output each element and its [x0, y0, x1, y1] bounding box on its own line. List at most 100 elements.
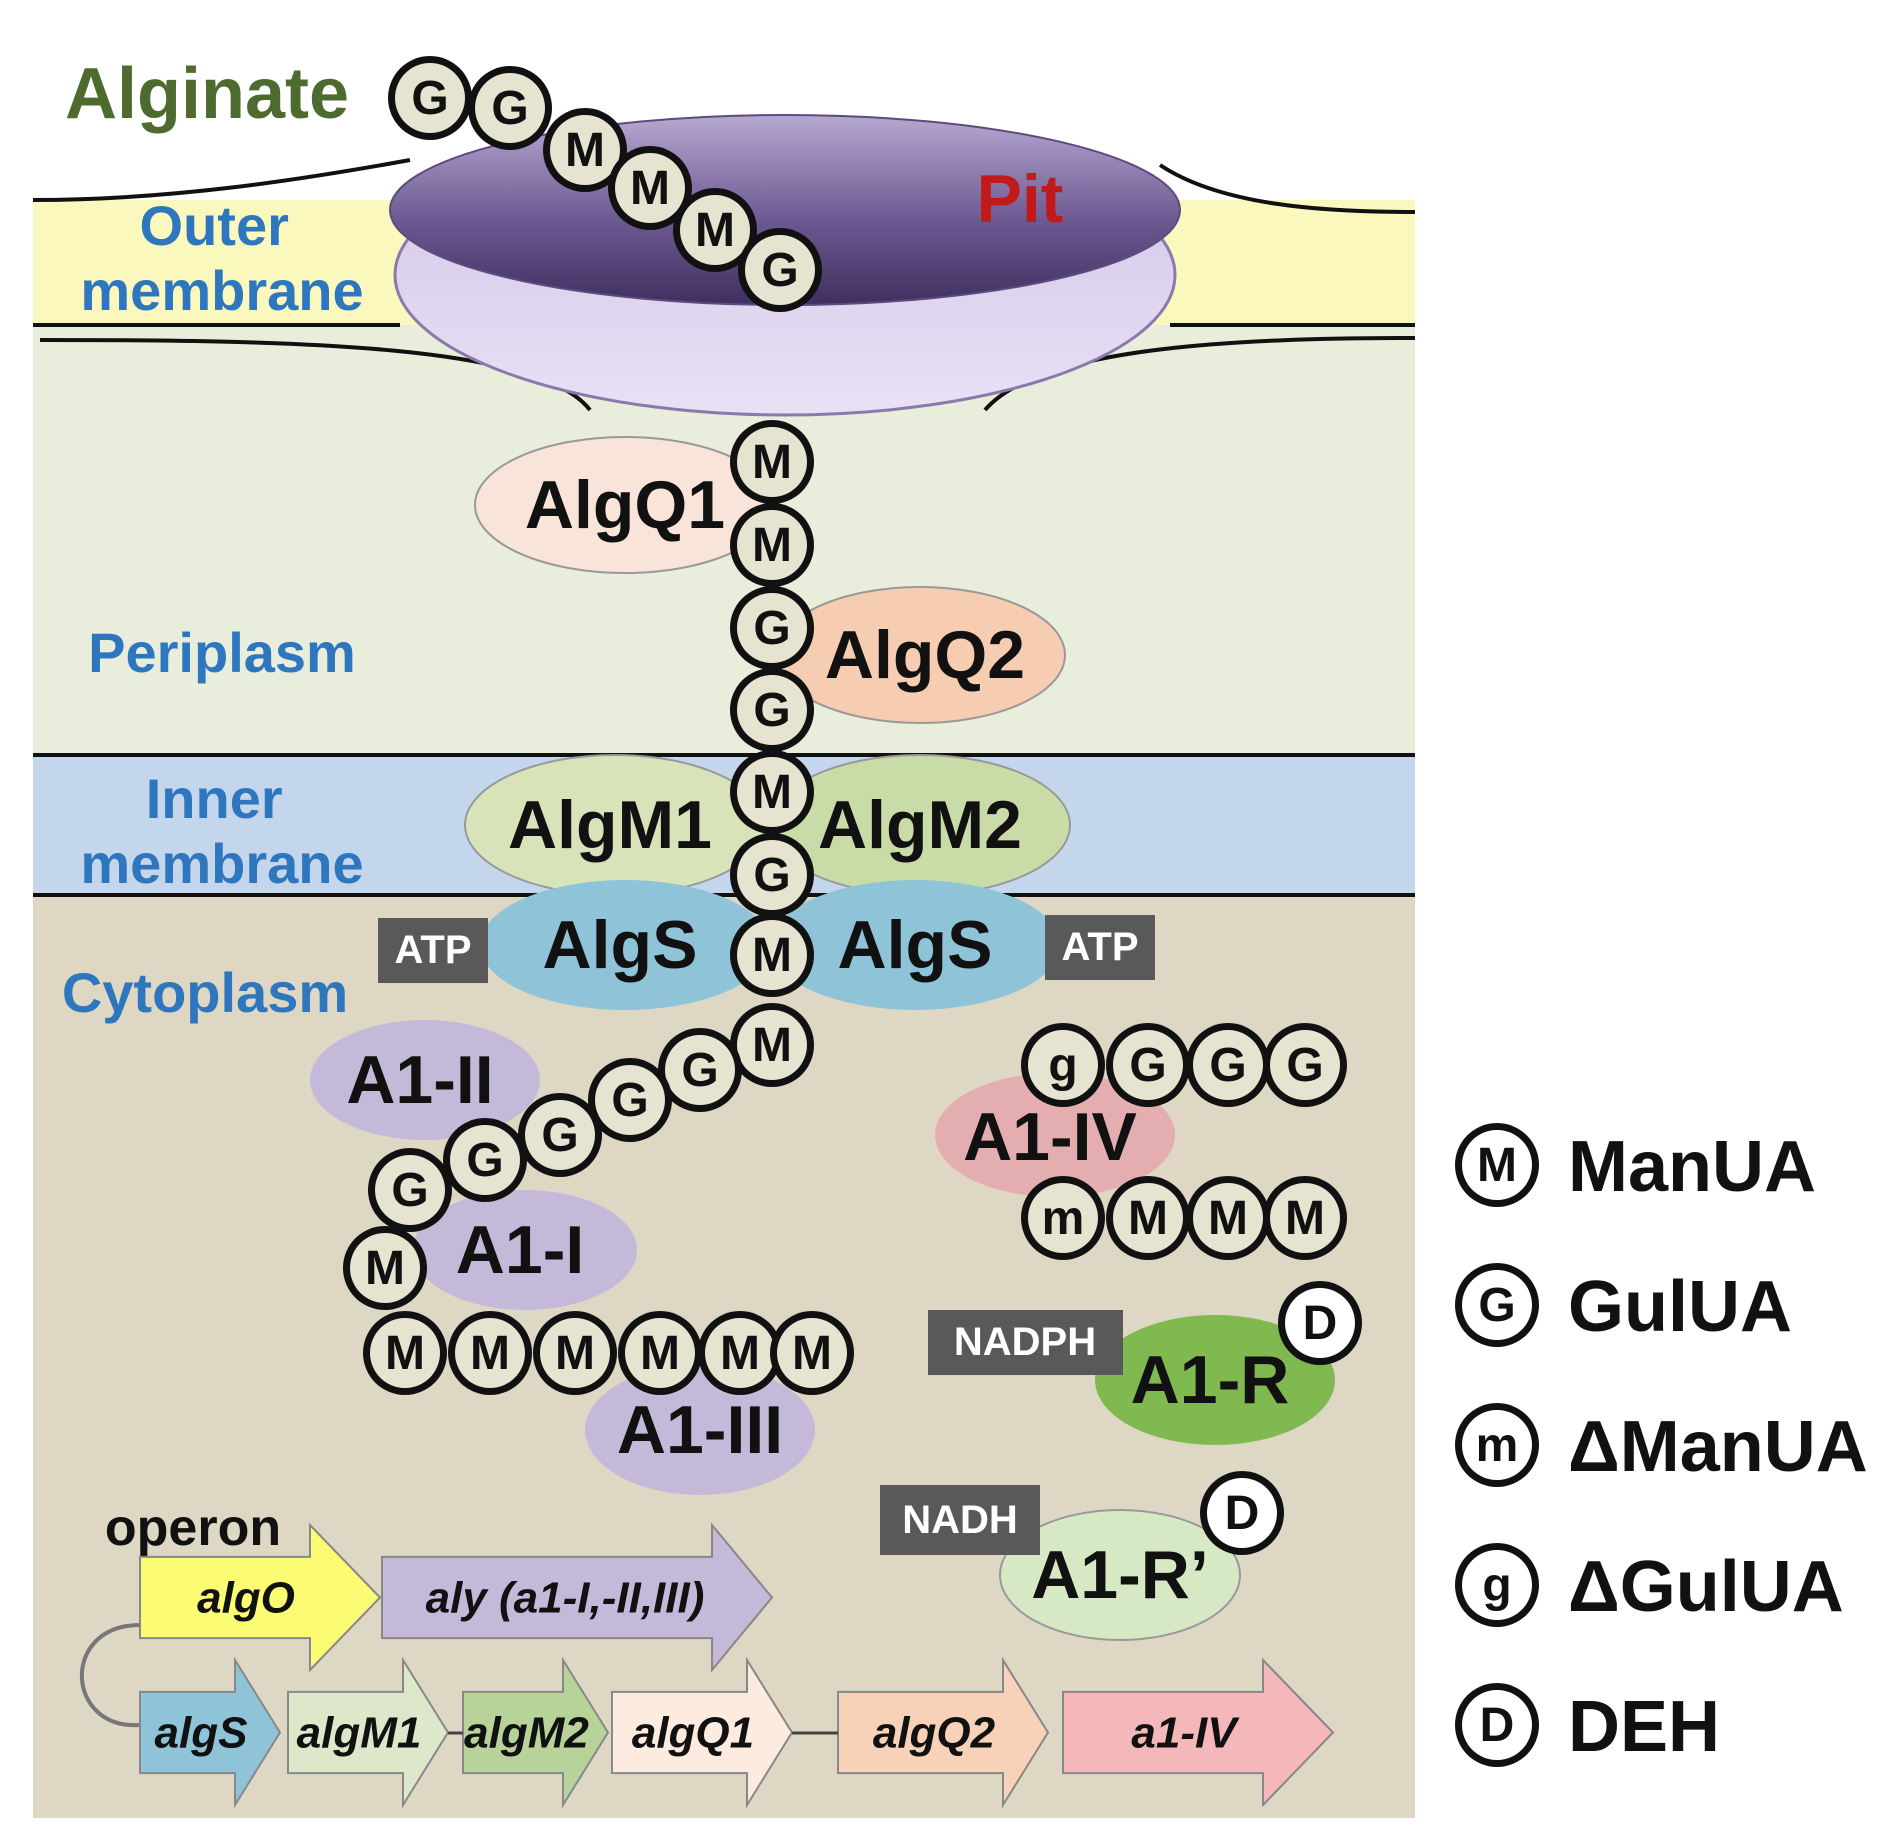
residue-gulua-surface-1: G	[468, 66, 552, 150]
a1-iv-label: A1-IV	[963, 1099, 1137, 1175]
protein-algs-right: AlgS	[770, 880, 1060, 1010]
svg-text:G: G	[611, 1074, 648, 1127]
inner-membrane-label: Inner membrane	[80, 767, 363, 895]
residue-delta-manua-a1-iv-bottom-0: m	[1021, 1176, 1105, 1260]
residue-manua-a1-iii-chain-3: M	[618, 1311, 702, 1395]
svg-text:M: M	[752, 519, 792, 572]
svg-text:M: M	[1285, 1192, 1325, 1245]
a1-r-prime-label: A1-R’	[1031, 1537, 1209, 1613]
periplasm-label: Periplasm	[88, 621, 356, 684]
residue-manua-a1-iii-chain-4: M	[698, 1311, 782, 1395]
outer-membrane-label-line2: membrane	[80, 259, 363, 322]
residue-gulua-a1-ii-chain-3: G	[443, 1118, 527, 1202]
gene-arrow-row2-2: algM2	[462, 1656, 610, 1809]
residue-gulua-transit-2: G	[730, 586, 814, 670]
svg-text:M: M	[720, 1327, 760, 1380]
svg-text:M: M	[385, 1327, 425, 1380]
residue-manua-a1-iii-chain-2: M	[533, 1311, 617, 1395]
protein-a1-r: A1-R	[1095, 1315, 1335, 1445]
residue-gulua-transit-3: G	[730, 668, 814, 752]
algm1-label: AlgM1	[508, 787, 712, 863]
proteins: AlgQ1 AlgQ2 AlgM1 AlgM2 AlgS AlgS A1-II	[310, 436, 1335, 1641]
gene-arrow-row2-5: a1-IV	[1062, 1657, 1335, 1808]
legend-label-delta-gulua: ΔGulUA	[1568, 1547, 1844, 1627]
svg-text:G: G	[466, 1134, 503, 1187]
gene-label-row1-0: algO	[197, 1574, 295, 1623]
inner-membrane-label-line2: membrane	[80, 832, 363, 895]
protein-algq2: AlgQ2	[774, 586, 1066, 724]
gene-label-row2-2: algM2	[464, 1709, 589, 1758]
svg-text:D: D	[1480, 1699, 1515, 1752]
svg-text:M: M	[365, 1242, 405, 1295]
svg-text:G: G	[411, 72, 448, 125]
svg-text:G: G	[391, 1164, 428, 1217]
residue-manua-a1-iii-chain-5: M	[770, 1311, 854, 1395]
residue-manua-transit-6: M	[730, 913, 814, 997]
residue-manua-a1-i-chain-0: M	[343, 1226, 427, 1310]
svg-text:M: M	[792, 1327, 832, 1380]
residue-deh-a1-r-chain-0: D	[1278, 1281, 1362, 1365]
svg-text:m: m	[1042, 1192, 1085, 1245]
residue-manua-a1-iv-bottom-2: M	[1186, 1176, 1270, 1260]
svg-text:G: G	[681, 1044, 718, 1097]
pit-label: Pit	[977, 161, 1064, 237]
residue-gulua-a1-ii-chain-4: G	[368, 1148, 452, 1232]
svg-text:G: G	[1478, 1279, 1515, 1332]
protein-algm1: AlgM1	[464, 754, 766, 896]
svg-text:M: M	[752, 436, 792, 489]
svg-text:G: G	[761, 244, 798, 297]
outer-membrane-label: Outer membrane	[80, 194, 363, 322]
residue-delta-gulua-a1-iv-top-0: g	[1021, 1023, 1105, 1107]
svg-text:G: G	[491, 82, 528, 135]
protein-algs-left: AlgS	[480, 880, 770, 1010]
svg-text:m: m	[1476, 1419, 1519, 1472]
residue-manua-surface-4: M	[673, 188, 757, 272]
algq2-label: AlgQ2	[825, 617, 1025, 693]
protein-algq1: AlgQ1	[474, 436, 776, 574]
algm2-label: AlgM2	[818, 787, 1022, 863]
svg-text:G: G	[753, 684, 790, 737]
outer-membrane-top-line	[32, 158, 411, 202]
svg-text:g: g	[1048, 1039, 1077, 1092]
svg-text:D: D	[1225, 1487, 1260, 1540]
residue-manua-a1-iii-chain-0: M	[363, 1311, 447, 1395]
residue-gulua-a1-ii-chain-2: G	[518, 1093, 602, 1177]
svg-text:M: M	[752, 766, 792, 819]
legend-label-gulua: GulUA	[1568, 1267, 1792, 1347]
residue-manua-transit-7: M	[730, 1003, 814, 1087]
operon-label: operon	[105, 1499, 281, 1557]
protein-a1-iii: A1-III	[585, 1365, 815, 1495]
algs-left-label: AlgS	[543, 907, 698, 983]
gene-arrow-row2-0: algS	[139, 1656, 282, 1809]
gene-label-row2-1: algM1	[297, 1709, 422, 1758]
nadh-box	[880, 1485, 1040, 1555]
cytoplasm-label: Cytoplasm	[62, 961, 348, 1024]
svg-text:M: M	[565, 124, 605, 177]
cofactors: ATP ATP NADPH NADH	[378, 915, 1155, 1555]
residue-manua-transit-0: M	[730, 420, 814, 504]
gene-label-row2-5: a1-IV	[1131, 1709, 1240, 1758]
residue-gulua-a1-iv-top-3: G	[1263, 1023, 1347, 1107]
gene-arrow-row2-4: algQ2	[837, 1656, 1050, 1809]
residue-manua-surface-3: M	[608, 146, 692, 230]
residue-gulua-transit-5: G	[730, 833, 814, 917]
svg-text:g: g	[1482, 1559, 1511, 1612]
inner-membrane-label-line1: Inner	[146, 767, 283, 830]
chain-a1-r-chain: D	[1278, 1281, 1362, 1365]
legend-label-deh: DEH	[1568, 1687, 1720, 1767]
residue-manua-a1-iv-bottom-3: M	[1263, 1176, 1347, 1260]
residue-gulua-surface-5: G	[738, 228, 822, 312]
atp-left-box	[378, 918, 488, 983]
svg-text:G: G	[1129, 1039, 1166, 1092]
residue-manua-surface-2: M	[543, 108, 627, 192]
svg-text:M: M	[1477, 1139, 1517, 1192]
gene-arrow-row2-1: algM1	[287, 1656, 450, 1809]
